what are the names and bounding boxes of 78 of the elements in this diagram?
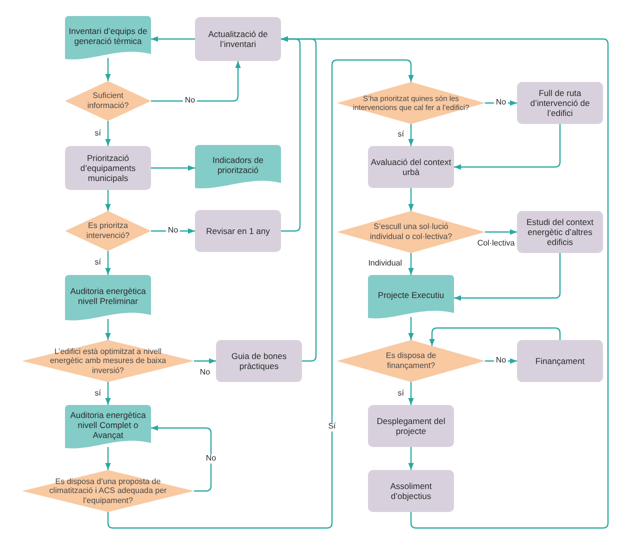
connector-arrow xyxy=(105,58,111,81)
process-box xyxy=(368,405,454,447)
node-text: Assoliment d’objectius xyxy=(389,480,433,502)
edge-label: sí xyxy=(92,130,103,138)
edge-label: Individual xyxy=(366,260,404,268)
decision-diamond xyxy=(65,211,151,251)
document-box xyxy=(65,275,151,323)
node-text: Inventari d’equips de generació tèrmica xyxy=(68,26,148,46)
node-text: S’escull una sol·lució individual o col·lectiva? xyxy=(368,222,454,242)
node-text: Es disposa de finançament? xyxy=(384,351,438,371)
connector-arrow xyxy=(281,36,609,529)
edge-label: No xyxy=(204,454,218,464)
edge-label: sí xyxy=(92,258,103,268)
process-box xyxy=(65,146,151,190)
process-box xyxy=(517,211,603,253)
connector-arrow xyxy=(151,36,195,42)
connector-arrow xyxy=(151,61,241,102)
process-box xyxy=(517,82,603,124)
node-text: Desplegament del projecte xyxy=(376,416,446,436)
decision-diamond xyxy=(65,81,151,121)
edge-label: No xyxy=(166,226,180,236)
connector-arrow xyxy=(408,253,414,275)
node-text: Suficient informació? xyxy=(86,91,130,111)
node-text: Priorització d’equipaments municipals xyxy=(79,152,137,184)
edge-label: Sí xyxy=(326,422,338,432)
process-box xyxy=(368,470,454,512)
process-box xyxy=(216,340,302,382)
connector-arrow xyxy=(454,253,561,301)
connector-arrow xyxy=(408,188,414,211)
node-text: Es prioritza intervenció? xyxy=(85,221,131,241)
edge-label: sí xyxy=(92,390,103,398)
connector-arrow xyxy=(194,358,216,364)
node-text: Estudi del context energètic d’altres edificis xyxy=(525,216,595,248)
connector-arrow xyxy=(105,190,111,211)
node-text: Projecte Executiu xyxy=(378,290,444,300)
node-text: Auditoria energètica nivell Preliminar xyxy=(69,286,147,306)
decision-diamond xyxy=(22,470,194,512)
process-box xyxy=(195,17,281,61)
edge-label: No xyxy=(198,368,212,378)
edge-label: sí xyxy=(396,130,406,140)
node-text: Revisar en 1 any xyxy=(206,226,270,236)
connector-arrow xyxy=(105,382,111,405)
decision-diamond xyxy=(22,340,194,382)
document-box xyxy=(65,16,151,62)
connector-arrow xyxy=(105,319,111,340)
edge-label: No xyxy=(494,356,508,366)
connector-arrow xyxy=(408,317,414,340)
connector-arrow xyxy=(485,229,517,235)
document-box xyxy=(65,405,151,451)
node-text: L’edifici està optimitzat a nivell energètic amb mesures de baixa inversió? xyxy=(48,346,168,376)
edge-label: No xyxy=(182,96,198,106)
node-text: Indicadors de priorització xyxy=(211,154,265,176)
node-text: Auditoria energètica nivell Complet o Avançat xyxy=(69,410,147,440)
process-box xyxy=(195,210,281,252)
connector-arrow xyxy=(151,425,212,492)
node-text: Full de ruta d’intervenció de l’edifici xyxy=(529,88,591,118)
document-box xyxy=(368,275,454,321)
decision-diamond xyxy=(337,340,485,382)
connector-arrow xyxy=(151,165,195,171)
node-text: Guia de bones pràctiques xyxy=(230,350,288,372)
process-box xyxy=(368,146,454,188)
connector-arrow xyxy=(454,124,561,170)
document-box xyxy=(195,145,281,191)
process-box xyxy=(517,340,603,382)
node-text: Actualització de l’inventari xyxy=(207,28,269,50)
node-text: Avaluació del context urbà xyxy=(370,156,452,178)
decision-diamond xyxy=(337,82,485,124)
node-text: Finançament xyxy=(535,356,585,366)
connector-arrow xyxy=(408,124,414,146)
connector-arrow xyxy=(105,447,111,470)
edge-label: Col·lectiva xyxy=(475,240,517,248)
node-text: Es disposa d’una proposta de climatització i ACS adequada per l’equipament? xyxy=(48,476,168,506)
connector-arrow xyxy=(105,251,111,275)
connector-arrow xyxy=(408,382,414,405)
edge-label: No xyxy=(494,98,508,108)
edge-label: sí xyxy=(396,390,406,398)
connector-arrow xyxy=(105,121,111,146)
connector-arrow xyxy=(408,447,414,470)
